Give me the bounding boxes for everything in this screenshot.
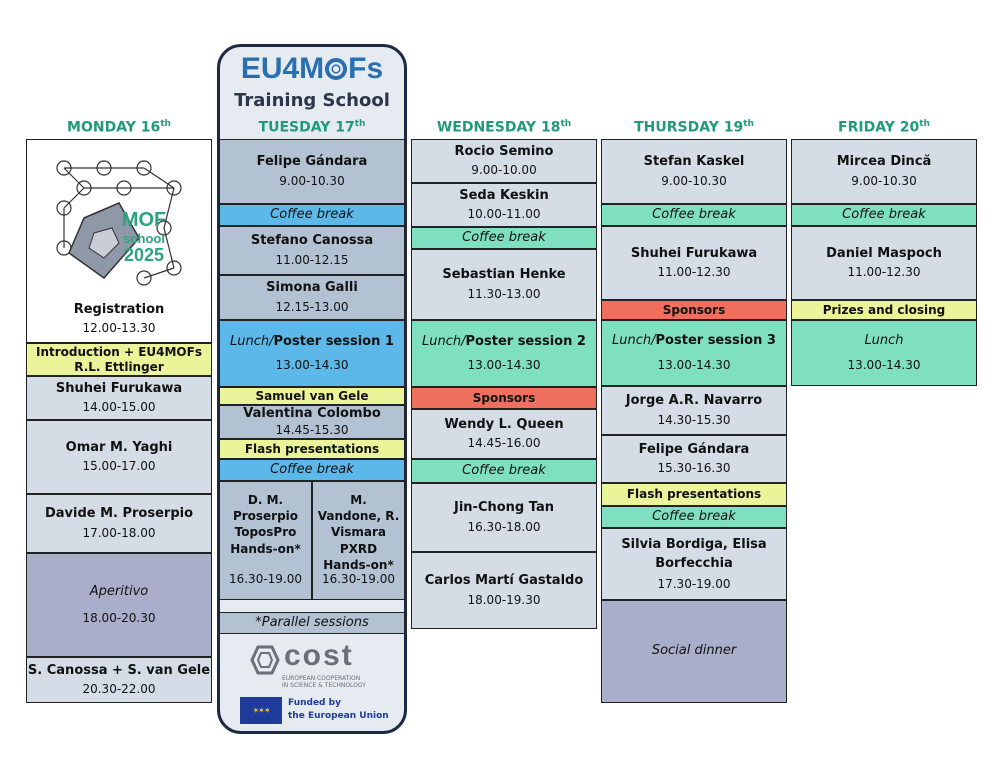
tuesday-session-3: Simona Galli 12.15-13.00 — [219, 275, 405, 320]
tuesday-parallel-note: *Parallel sessions — [219, 612, 405, 634]
wednesday-session-4: Wendy L. Queen 14.45-16.00 — [411, 409, 597, 459]
day-header-tuesday: TUESDAY 17th — [258, 119, 366, 136]
day-header-wednesday: WEDNESDAY 18th — [436, 119, 572, 136]
eu-flag-icon: ✶✶✶ — [240, 697, 282, 724]
wednesday-session-3: Sebastian Henke 11.30-13.00 — [411, 249, 597, 320]
tuesday-session-4: Samuel van Gele — [219, 387, 405, 405]
wednesday-lunch-poster: Lunch/Poster session 2 13.00-14.30 — [411, 320, 597, 387]
thursday-session-2: Shuhei Furukawa 11.00-12.30 — [601, 226, 787, 300]
tuesday-coffee-1: Coffee break — [219, 204, 405, 226]
thursday-session-5: Silvia Bordiga, Elisa Borfecchia 17.30-1… — [601, 528, 787, 600]
thursday-session-4: Felipe Gándara 15.30-16.30 — [601, 435, 787, 483]
tuesday-lunch-poster: Lunch/Poster session 1 13.00-14.30 — [219, 320, 405, 387]
mof-school-logo: MOF school 2025 — [56, 160, 182, 286]
svg-text:school: school — [123, 231, 165, 246]
friday-session-1: Mircea Dincă 9.00-10.30 — [791, 139, 977, 204]
thursday-coffee-1: Coffee break — [601, 204, 787, 226]
friday-coffee-1: Coffee break — [791, 204, 977, 226]
cost-word: cost — [284, 639, 354, 672]
cost-subtitle-1: EUROPEAN COOPERATION — [282, 675, 361, 682]
thursday-lunch-poster: Lunch/Poster session 3 13.00-14.30 — [601, 320, 787, 386]
monday-registration: MOF school 2025 Registration 12.00-13.30 — [26, 139, 212, 343]
tuesday-flash: Flash presentations — [219, 439, 405, 459]
monday-session-3: Davide M. Proserpio 17.00-18.00 — [26, 494, 212, 553]
tuesday-handson-2: M. Vandone, R. Vismara PXRD Hands-on* 16… — [312, 481, 405, 600]
cost-subtitle-2: IN SCIENCE & TECHNOLOGY — [282, 682, 366, 689]
wednesday-session-2: Seda Keskin 10.00-11.00 — [411, 183, 597, 227]
tuesday-coffee-2: Coffee break — [219, 459, 405, 481]
friday-session-2: Daniel Maspoch 11.00-12.30 — [791, 226, 977, 300]
wednesday-coffee-2: Coffee break — [411, 459, 597, 483]
monday-session-4: S. Canossa + S. van Gele 20.30-22.00 — [26, 657, 212, 703]
tuesday-handson-1: D. M. Proserpio ToposPro Hands-on* 16.30… — [219, 481, 312, 600]
wednesday-coffee-1: Coffee break — [411, 227, 597, 249]
gear-icon — [325, 58, 348, 80]
friday-prizes: Prizes and closing — [791, 300, 977, 320]
thursday-session-1: Stefan Kaskel 9.00-10.30 — [601, 139, 787, 204]
day-header-monday: MONDAY 16th — [67, 119, 171, 136]
thursday-flash: Flash presentations — [601, 483, 787, 506]
wednesday-sponsors: Sponsors — [411, 387, 597, 409]
svg-text:2025: 2025 — [124, 245, 164, 265]
thursday-session-3: Jorge A.R. Navarro 14.30-15.30 — [601, 386, 787, 435]
tuesday-session-5: Valentina Colombo 14.45-15.30 — [219, 405, 405, 439]
tuesday-session-1: Felipe Gándara 9.00-10.30 — [219, 139, 405, 204]
eu-funded-logo: ✶✶✶ Funded by the European Union — [240, 697, 390, 725]
wednesday-session-5: Jin-Chong Tan 16.30-18.00 — [411, 483, 597, 552]
friday-lunch: Lunch 13.00-14.30 — [791, 320, 977, 386]
wednesday-session-1: Rocio Semino 9.00-10.00 — [411, 139, 597, 183]
day-header-thursday: THURSDAY 19th — [634, 119, 754, 136]
monday-aperitivo: Aperitivo 18.00-20.30 — [26, 553, 212, 657]
tuesday-session-2: Stefano Canossa 11.00-12.15 — [219, 226, 405, 275]
cost-logo: cost EUROPEAN COOPERATION IN SCIENCE & T… — [248, 639, 378, 691]
svg-text:MOF: MOF — [122, 209, 166, 231]
school-subtitle: Training School — [234, 90, 390, 111]
thursday-social-dinner: Social dinner — [601, 600, 787, 703]
thursday-sponsors: Sponsors — [601, 300, 787, 320]
day-header-friday: FRIDAY 20th — [838, 119, 930, 136]
cost-mark-icon — [250, 645, 280, 675]
thursday-coffee-2: Coffee break — [601, 506, 787, 528]
wednesday-session-6: Carlos Martí Gastaldo 18.00-19.30 — [411, 552, 597, 629]
monday-session-2: Omar M. Yaghi 15.00-17.00 — [26, 420, 212, 494]
monday-session-1: Shuhei Furukawa 14.00-15.00 — [26, 376, 212, 420]
monday-intro: Introduction + EU4MOFs R.L. Ettlinger — [26, 343, 212, 376]
